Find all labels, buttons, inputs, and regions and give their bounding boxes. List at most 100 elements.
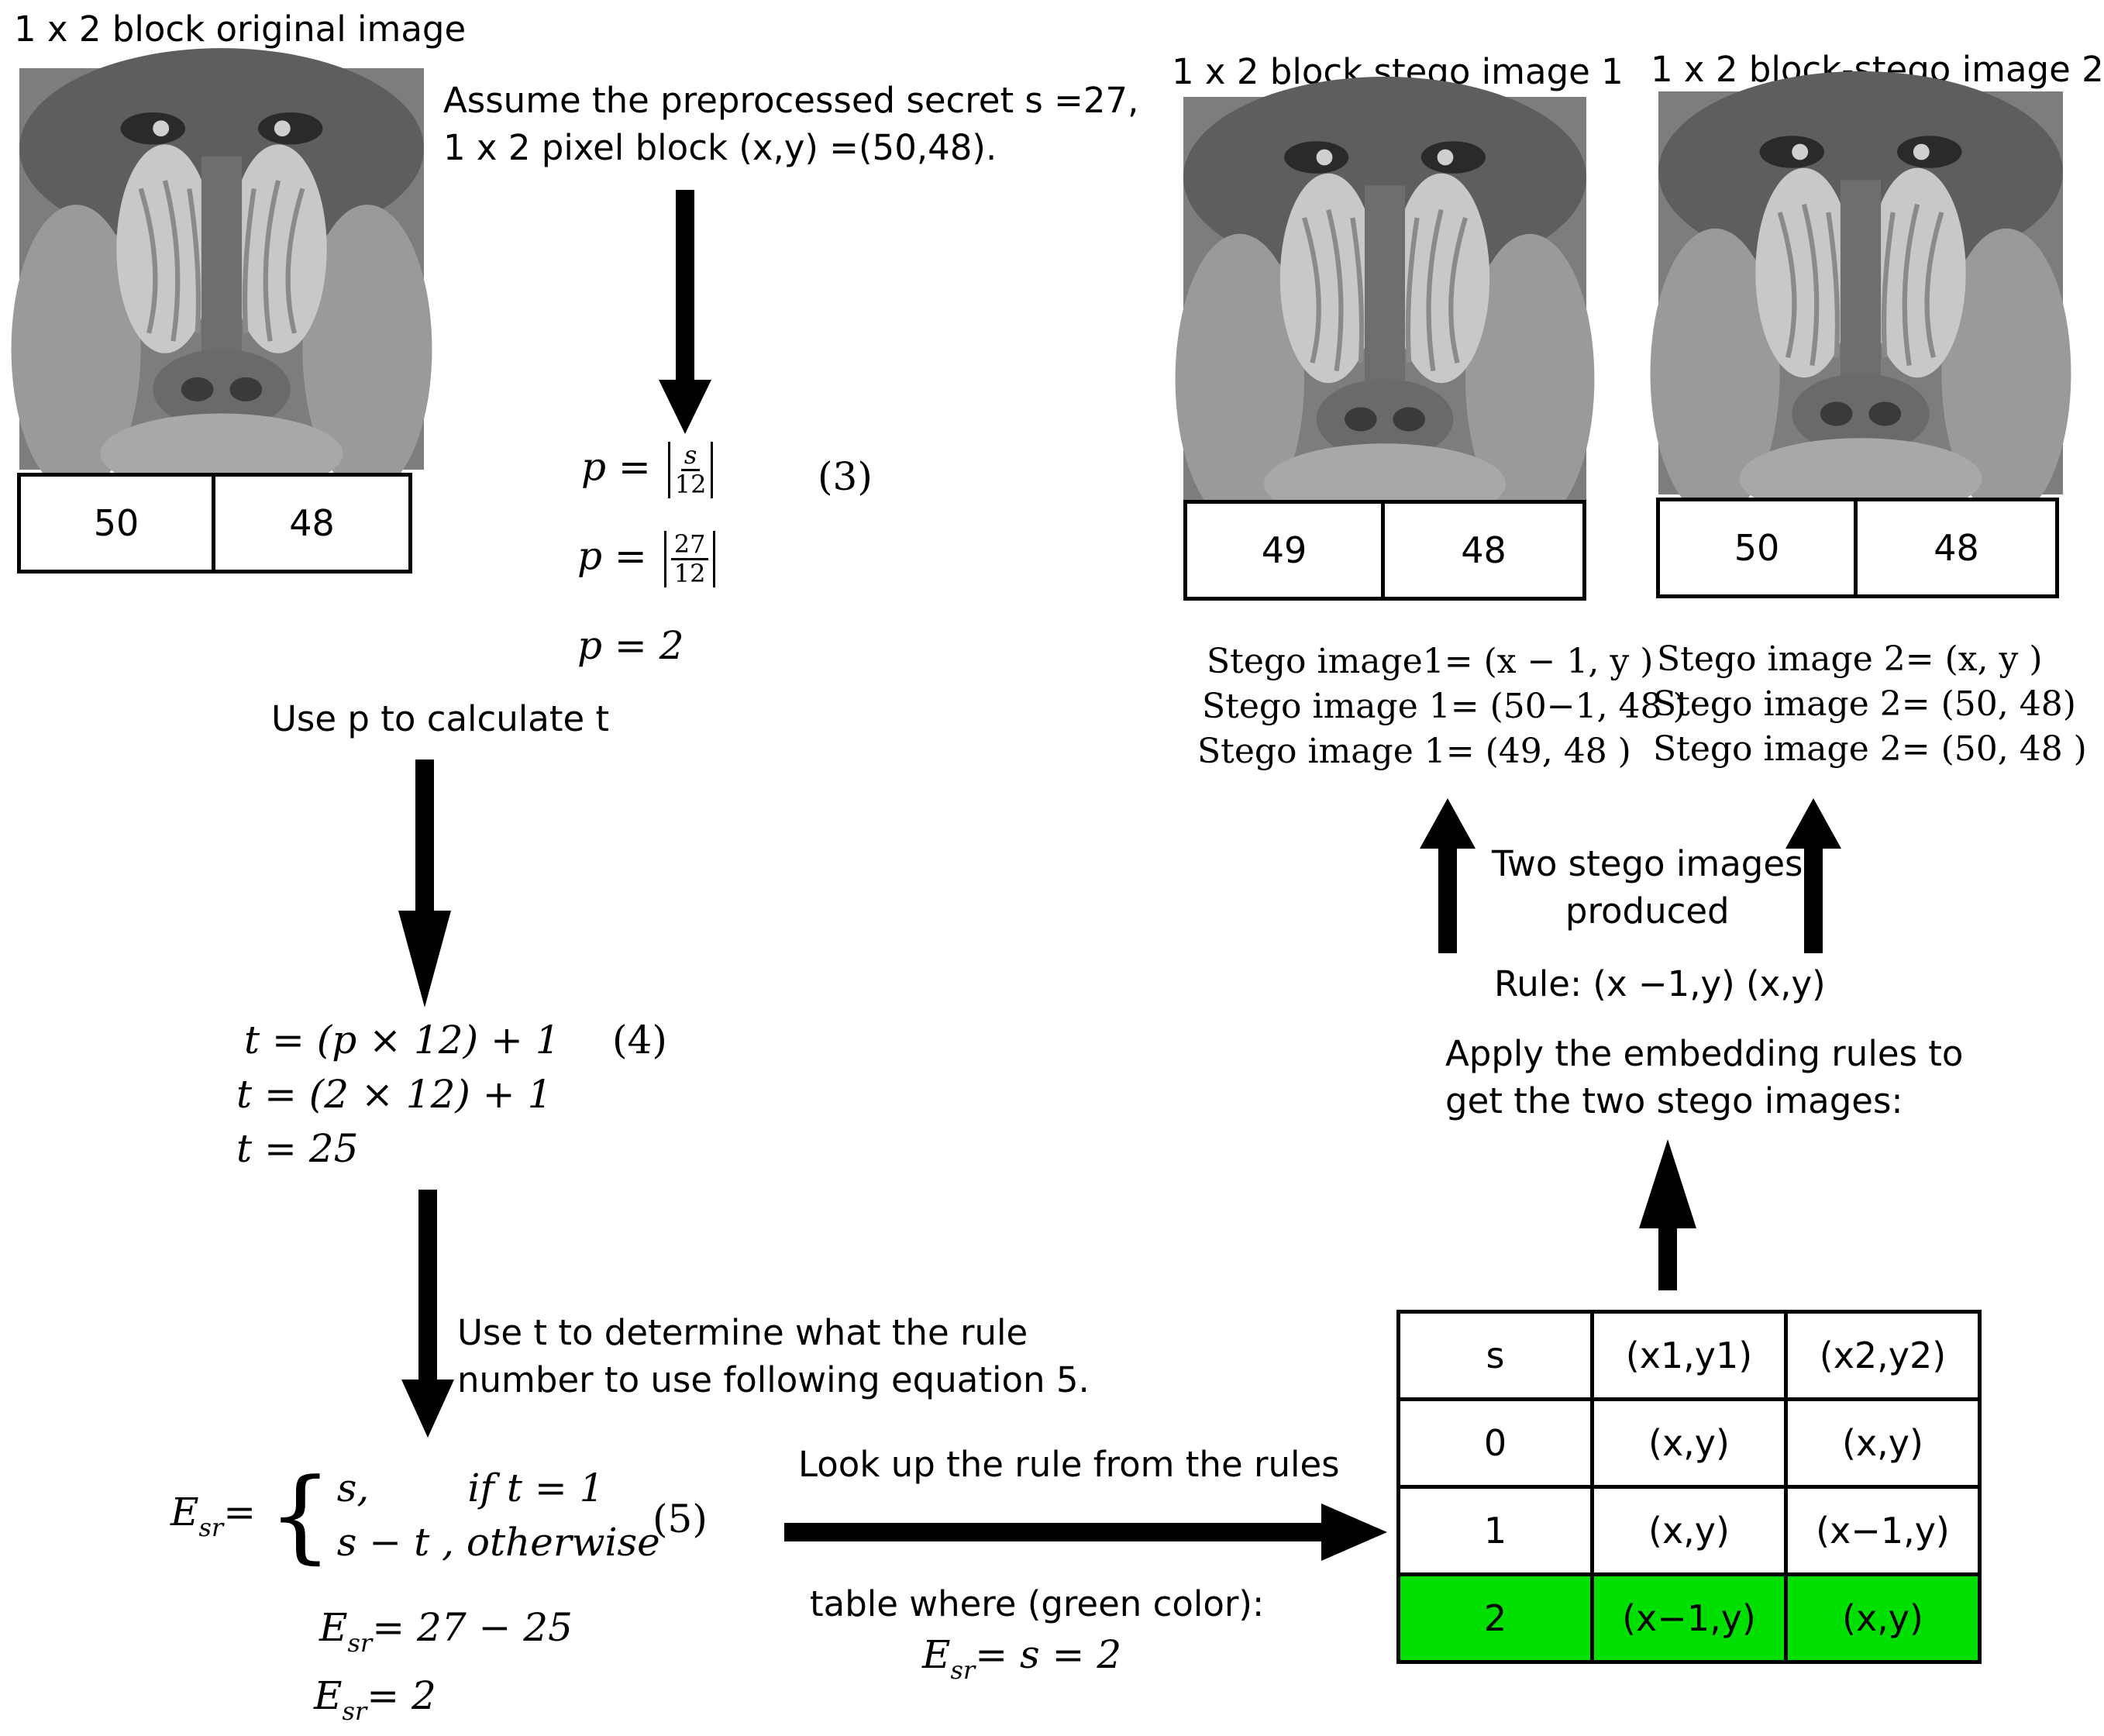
equation-3-line-2: p = 27 12 xyxy=(577,530,720,589)
stego-1-pixel-y: 48 xyxy=(1385,500,1586,601)
arrow-up-1 xyxy=(1658,1224,1677,1290)
equation-4-line-3: t = 25 xyxy=(236,1126,359,1171)
eq3-frac2-den: 12 xyxy=(673,559,706,589)
eq5-case-2: s − t , otherwise xyxy=(336,1520,660,1565)
rules-table-row: 0 (x,y) (x,y) xyxy=(1396,1397,1982,1489)
eq3-frac-den: 12 xyxy=(674,470,707,500)
rules-table-row-highlighted: 2 (x−1,y) (x,y) xyxy=(1396,1572,1982,1664)
arrow-down-2-head xyxy=(398,911,451,1008)
rules-header-cell: s xyxy=(1396,1310,1594,1401)
eq5-line2-rhs: = 27 − 25 xyxy=(372,1605,573,1650)
rules-header-cell: (x2,y2) xyxy=(1784,1310,1982,1401)
eq5-lhs: E xyxy=(170,1490,199,1534)
arrow-right-head xyxy=(1321,1504,1387,1561)
eq5-brace: { xyxy=(268,1455,332,1574)
rules-cell: 1 xyxy=(1396,1485,1594,1576)
produced-line-1: Two stego images xyxy=(1492,843,1803,884)
eq5-cases: { s, if t = 1 s − t , otherwise xyxy=(268,1461,660,1569)
rules-cell: (x,y) xyxy=(1784,1572,1982,1664)
original-baboon-image xyxy=(11,48,432,494)
rule-text: Rule: (x −1,y) (x,y) xyxy=(1494,963,1826,1004)
apply-line-2: get the two stego images: xyxy=(1445,1080,1903,1121)
arrow-down-3-head xyxy=(401,1380,454,1438)
equation-4-line-2: t = (2 × 12) + 1 xyxy=(236,1072,553,1117)
equation-5-line-3: Esr= 2 xyxy=(314,1672,436,1726)
stego-1-pixel-block: 49 48 xyxy=(1183,500,1586,601)
eq5-case-1: s, if t = 1 xyxy=(336,1466,604,1510)
stego-2-pixel-y: 48 xyxy=(1858,498,2059,598)
use-t-line-1: Use t to determine what the rule xyxy=(457,1312,1028,1353)
stego-1-calc-line: Stego image1= (x − 1, y ) xyxy=(1207,642,1654,681)
assumption-line-2: 1 x 2 pixel block (x,y) =(50,48). xyxy=(443,126,997,168)
rules-cell: (x−1,y) xyxy=(1590,1572,1788,1664)
equation-4-line-1: t = (p × 12) + 1 xyxy=(244,1018,560,1063)
eq5-line3-rhs: = 2 xyxy=(367,1673,436,1718)
lookup-eq-rhs: = s = 2 xyxy=(975,1632,1122,1677)
stego-2-calc-line: Stego image 2= (50, 48 ) xyxy=(1653,729,2087,770)
lookup-eq-lhs: E xyxy=(922,1632,951,1677)
lookup-text-line-1: Look up the rule from the rules xyxy=(798,1444,1340,1485)
original-image-title: 1 x 2 block original image xyxy=(14,9,467,50)
produced-text: Two stego images produced xyxy=(1492,841,1803,935)
stego-2-calc-line: Stego image 2= (50, 48) xyxy=(1653,684,2076,725)
stego-1-calc-line: Stego image 1= (50−1, 48 ) xyxy=(1202,687,1686,727)
stego-1-baboon-image xyxy=(1175,77,1595,525)
equation-5-tag: (5) xyxy=(653,1497,708,1541)
original-pixel-y: 48 xyxy=(215,473,412,574)
equation-5-line-2: Esr= 27 − 25 xyxy=(319,1604,573,1658)
rules-cell: (x,y) xyxy=(1784,1397,1982,1489)
eq5-lhs-sub: sr xyxy=(198,1513,224,1542)
rules-cell: (x,y) xyxy=(1590,1397,1788,1489)
apply-line-1: Apply the embedding rules to xyxy=(1445,1033,1964,1074)
eq3-lhs-2: p = xyxy=(577,533,647,579)
apply-text: Apply the embedding rules to get the two… xyxy=(1445,1031,1963,1125)
equation-4-tag: (4) xyxy=(612,1018,667,1063)
stego-1-calculation: Stego image1= (x − 1, y ) Stego image 1=… xyxy=(1197,639,1686,774)
eq5-line2-sub: sr xyxy=(347,1628,373,1658)
arrow-down-2 xyxy=(415,760,434,914)
rules-cell: (x−1,y) xyxy=(1784,1485,1982,1576)
use-p-text: Use p to calculate t xyxy=(271,698,610,739)
use-t-line-2: number to use following equation 5. xyxy=(457,1359,1090,1400)
produced-line-2: produced xyxy=(1565,890,1730,932)
arrow-up-3 xyxy=(1804,845,1823,953)
stego-1-calc-line: Stego image 1= (49, 48 ) xyxy=(1197,732,1631,772)
arrow-up-1-head xyxy=(1639,1139,1696,1228)
arrow-right xyxy=(784,1523,1327,1541)
eq3-frac-num: s xyxy=(680,441,701,472)
arrow-down-3 xyxy=(418,1190,437,1383)
arrow-up-2-head xyxy=(1420,798,1476,849)
eq5-line3-lhs: E xyxy=(314,1673,343,1718)
stego-2-baboon-image xyxy=(1650,71,2071,519)
rules-table: s (x1,y1) (x2,y2) 0 (x,y) (x,y) 1 (x,y) … xyxy=(1396,1310,1982,1664)
arrow-up-2 xyxy=(1438,845,1457,953)
rules-table-header: s (x1,y1) (x2,y2) xyxy=(1396,1310,1982,1401)
stego-1-pixel-x: 49 xyxy=(1183,500,1385,601)
eq5-line3-sub: sr xyxy=(342,1696,367,1726)
rules-header-cell: (x1,y1) xyxy=(1590,1310,1788,1401)
original-pixel-x: 50 xyxy=(17,473,215,574)
eq3-lhs: p = xyxy=(581,444,651,490)
rules-cell: (x,y) xyxy=(1590,1485,1788,1576)
rules-cell: 0 xyxy=(1396,1397,1594,1489)
original-pixel-block: 50 48 xyxy=(17,473,412,574)
equation-5: Esr= { s, if t = 1 s − t , otherwise xyxy=(170,1455,660,1574)
eq3-fraction-2: 27 12 xyxy=(663,530,716,589)
lookup-eq-sub: sr xyxy=(950,1655,976,1685)
equation-3-tag: (3) xyxy=(818,454,873,499)
stego-2-pixel-x: 50 xyxy=(1656,498,1858,598)
lookup-equation: Esr= s = 2 xyxy=(922,1631,1121,1685)
rules-cell: 2 xyxy=(1396,1572,1594,1664)
stego-2-calculation: Stego image 2= (x, y ) Stego image 2= (5… xyxy=(1653,637,2087,772)
stego-2-pixel-block: 50 48 xyxy=(1656,498,2059,598)
arrow-down-1 xyxy=(676,190,694,384)
equation-3-result: p = 2 xyxy=(577,623,684,668)
equation-3-line-1: p = s 12 xyxy=(581,441,718,500)
use-t-text: Use t to determine what the rule number … xyxy=(457,1310,1090,1404)
assumption-text: Assume the preprocessed secret s =27, 1 … xyxy=(443,78,1138,172)
eq3-fraction-1: s 12 xyxy=(667,441,714,500)
stego-2-calc-line: Stego image 2= (x, y ) xyxy=(1657,639,2043,679)
rules-table-row: 1 (x,y) (x−1,y) xyxy=(1396,1485,1982,1576)
lookup-text-line-2: table where (green color): xyxy=(810,1583,1265,1624)
eq3-frac2-num: 27 xyxy=(670,530,709,561)
